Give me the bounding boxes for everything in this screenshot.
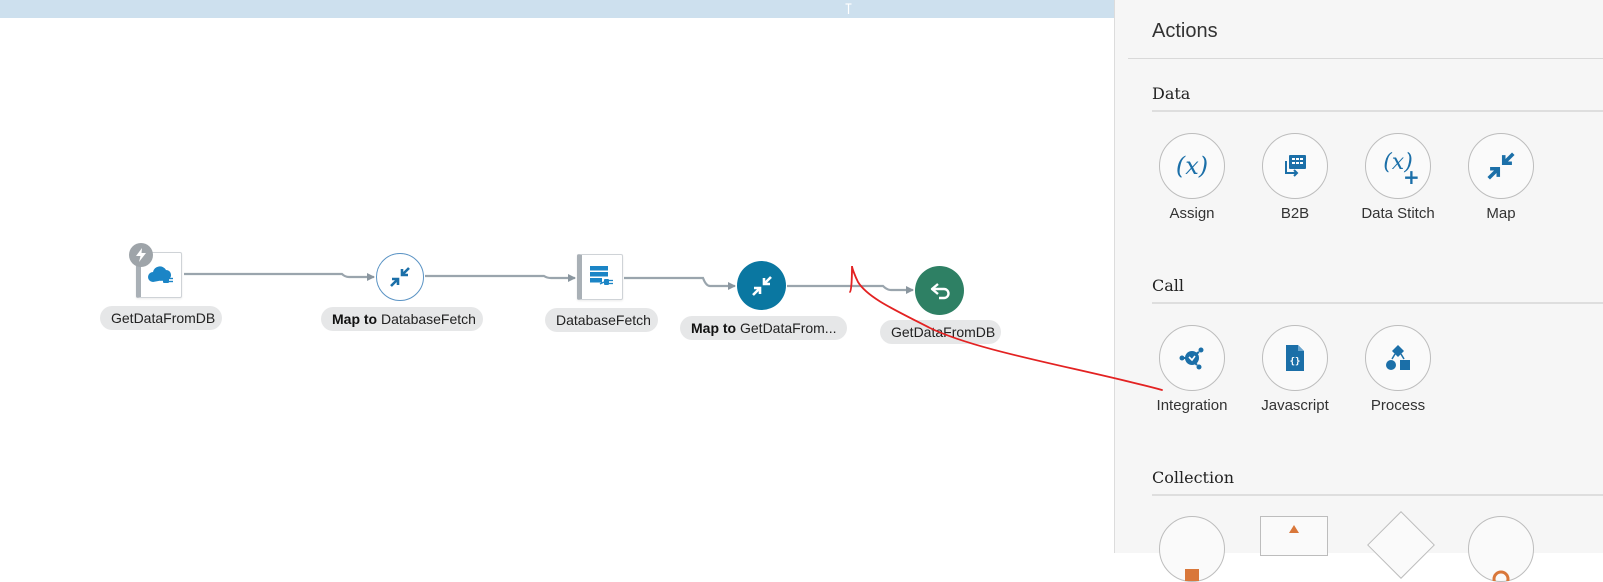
node-label-trigger[interactable]: GetDataFromDB <box>100 306 222 330</box>
insert-marker-icon <box>845 3 852 14</box>
action-label: Integration <box>1156 397 1228 414</box>
for-each-icon <box>1159 516 1225 582</box>
switch-icon <box>1289 525 1299 533</box>
node-label-map-getdatafromdb[interactable]: Map to GetDataFrom... <box>680 316 847 340</box>
action-data-stitch[interactable]: (x) + Data Stitch <box>1348 133 1448 222</box>
action-label: Javascript <box>1261 397 1329 414</box>
action-collection-4[interactable] <box>1451 516 1551 582</box>
action-label: Process <box>1370 397 1426 414</box>
divider <box>1152 302 1603 304</box>
action-javascript[interactable]: {} Javascript <box>1245 325 1345 414</box>
b2b-document-icon <box>1262 133 1328 199</box>
section-title-data: Data <box>1152 84 1191 103</box>
action-label: B2B <box>1280 205 1310 222</box>
database-plug-icon <box>590 266 613 285</box>
invoke-node-databasefetch[interactable] <box>577 254 623 300</box>
action-collection-3[interactable] <box>1367 511 1435 579</box>
trigger-node[interactable] <box>136 252 182 298</box>
node-label-bold: Map to <box>691 320 737 336</box>
divider <box>1152 494 1603 496</box>
action-assign[interactable]: (x) Assign <box>1142 133 1242 222</box>
trigger-lightning-icon <box>129 243 153 267</box>
action-process[interactable]: Process <box>1348 325 1448 414</box>
action-map[interactable]: Map <box>1451 133 1551 222</box>
node-label-text: GetDataFromDB <box>891 324 996 340</box>
node-label-databasefetch[interactable]: DatabaseFetch <box>545 308 658 332</box>
action-label: Data Stitch <box>1361 205 1435 222</box>
node-label-bold: Map to <box>332 311 378 327</box>
flow-connectors <box>184 272 914 294</box>
panel-title: Actions <box>1152 20 1218 42</box>
map-arrows-icon <box>1468 133 1534 199</box>
cloud-plug-icon <box>148 266 173 283</box>
node-label-return[interactable]: GetDataFromDB <box>880 320 1001 344</box>
node-label-text: GetDataFrom... <box>740 320 837 336</box>
node-label-text: DatabaseFetch <box>381 311 476 327</box>
action-integration[interactable]: Integration <box>1142 325 1242 414</box>
map-arrows-icon <box>390 267 410 287</box>
map-arrows-icon <box>751 275 772 296</box>
action-collection-1[interactable] <box>1142 516 1242 582</box>
action-label: Map <box>1486 205 1516 222</box>
divider <box>1128 58 1603 59</box>
javascript-file-icon: {} <box>1262 325 1328 391</box>
node-label-map-databasefetch[interactable]: Map to DatabaseFetch <box>321 307 483 331</box>
connector-2 <box>425 274 576 282</box>
process-shapes-icon <box>1365 325 1431 391</box>
collection-icon <box>1468 516 1534 582</box>
variable-x-plus-icon: (x) + <box>1365 133 1431 199</box>
map-node-getdatafromdb[interactable] <box>737 261 786 310</box>
section-title-collection: Collection <box>1152 468 1235 487</box>
svg-text:{}: {} <box>1290 357 1301 367</box>
action-b2b[interactable]: B2B <box>1245 133 1345 222</box>
action-collection-2[interactable] <box>1260 516 1328 556</box>
connector-3 <box>624 276 736 290</box>
canvas-top-bar <box>0 0 1115 18</box>
action-label: Assign <box>1169 205 1215 222</box>
connector-4 <box>787 284 914 294</box>
variable-x-icon: (x) <box>1159 133 1225 199</box>
integration-icon <box>1159 325 1225 391</box>
node-label-text: GetDataFromDB <box>111 310 216 326</box>
connector-1 <box>184 272 375 281</box>
return-arrow-icon <box>930 282 950 299</box>
return-node[interactable] <box>915 266 964 315</box>
integration-canvas[interactable]: GetDataFromDB Map to DatabaseFetch Datab… <box>0 0 1115 553</box>
actions-panel: Actions Data (x) Assign B2B (x) + Data S… <box>1114 0 1603 582</box>
section-title-call: Call <box>1152 276 1185 295</box>
map-node-databasefetch[interactable] <box>376 253 424 301</box>
node-label-text: DatabaseFetch <box>556 312 651 328</box>
divider <box>1152 110 1603 112</box>
